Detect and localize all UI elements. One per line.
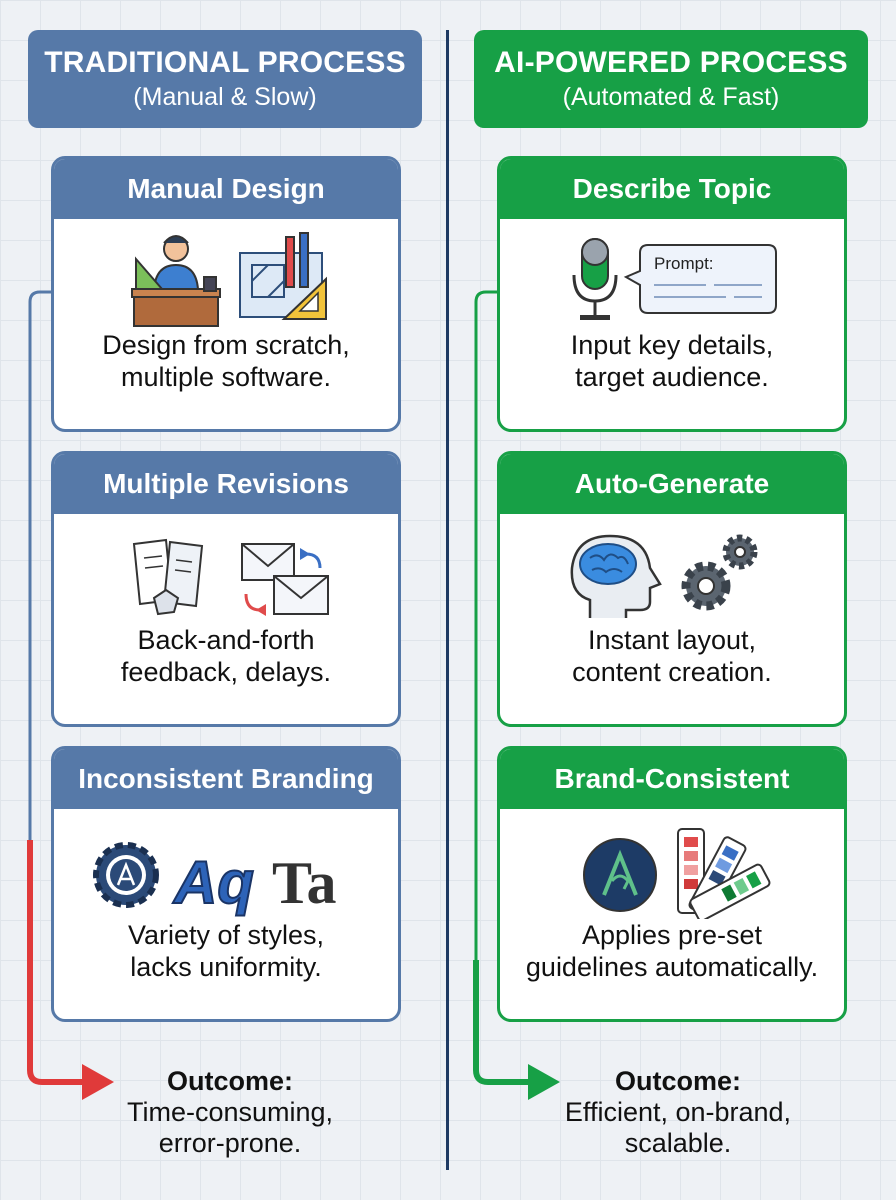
step-icons [500,809,844,919]
microphone-icon [572,238,618,320]
traditional-step-inconsistent-branding: Inconsistent Branding Aq Ta Variety of s… [51,746,401,1022]
step-icons [54,514,398,624]
prompt-bubble-icon: Prompt: [623,244,777,314]
prompt-label: Prompt: [654,254,714,273]
traditional-header: TRADITIONAL PROCESS (Manual & Slow) [28,30,422,128]
center-divider [446,30,449,1170]
step-description: Applies pre-set guidelines automatically… [500,919,844,983]
font-aq-icon: Aq [171,848,255,917]
gears-icon [681,534,758,611]
font-sample-aq: Aq [172,849,254,916]
color-palette-icon [677,828,771,919]
desc-line-1: Variety of styles, [127,920,325,950]
step-title: Brand-Consistent [500,749,844,809]
outcome-label: Outcome: [614,1066,741,1096]
desc-line-1: Design from scratch, [102,330,350,360]
step-title: Inconsistent Branding [54,749,398,809]
desc-line-1: Back-and-forth [137,625,315,655]
traditional-subtitle: (Manual & Slow) [133,83,317,111]
ai-connector-arrow [473,290,560,1100]
gear-logo-icon [93,842,159,908]
ai-header: AI-POWERED PROCESS (Automated & Fast) [474,30,868,128]
desc-line-1: Applies pre-set [581,920,763,950]
ai-outcome: Outcome: Efficient, on-brand, scalable. [528,1066,828,1159]
brain-head-icon [570,534,662,618]
outcome-label: Outcome: [166,1066,293,1096]
step-title: Auto-Generate [500,454,844,514]
outcome-line-2: scalable. [624,1128,732,1158]
outcome-line-1: Efficient, on-brand, [564,1097,792,1127]
step-title: Manual Design [54,159,398,219]
ai-step-brand-consistent: Brand-Consistent [497,746,847,1022]
step-icons: Prompt: [500,219,844,329]
traditional-title: TRADITIONAL PROCESS [44,46,406,79]
ai-step-describe-topic: Describe Topic Prompt: Input key details… [497,156,847,432]
step-description: Variety of styles, lacks uniformity. [54,919,398,983]
font-sample-ta: Ta [272,850,337,916]
step-description: Design from scratch, multiple software. [54,329,398,393]
desc-line-1: Instant layout, [587,625,757,655]
outcome-line-2: error-prone. [158,1128,302,1158]
desc-line-2: lacks uniformity. [130,952,322,982]
brand-logo-icon [583,838,657,912]
desc-line-2: content creation. [572,657,772,687]
traditional-step-multiple-revisions: Multiple Revisions Back-and-forth feedba… [51,451,401,727]
step-title: Describe Topic [500,159,844,219]
step-icons: Aq Ta [54,809,398,919]
font-ta-icon: Ta [272,850,337,916]
desc-line-2: target audience. [575,362,769,392]
documents-icon [132,538,204,616]
ai-title: AI-POWERED PROCESS [494,46,848,79]
traditional-outcome: Outcome: Time-consuming, error-prone. [80,1066,380,1159]
traditional-step-manual-design: Manual Design Design from scratch, multi… [51,156,401,432]
step-title: Multiple Revisions [54,454,398,514]
desc-line-2: multiple software. [120,362,332,392]
step-description: Instant layout, content creation. [500,624,844,688]
desc-line-2: guidelines automatically. [525,952,819,982]
ai-subtitle: (Automated & Fast) [562,83,780,111]
email-exchange-icon [241,543,329,616]
desc-line-2: feedback, delays. [120,657,332,687]
step-icons [54,219,398,329]
designer-at-desk-icon [131,235,221,327]
step-icons [500,514,844,624]
desc-line-1: Input key details, [570,330,774,360]
ai-step-auto-generate: Auto-Generate Instant layout, content cr… [497,451,847,727]
step-description: Input key details, target audience. [500,329,844,393]
traditional-connector-arrow [27,290,114,1100]
outcome-line-1: Time-consuming, [126,1097,334,1127]
step-description: Back-and-forth feedback, delays. [54,624,398,688]
blueprint-pencils-icon [239,232,327,320]
